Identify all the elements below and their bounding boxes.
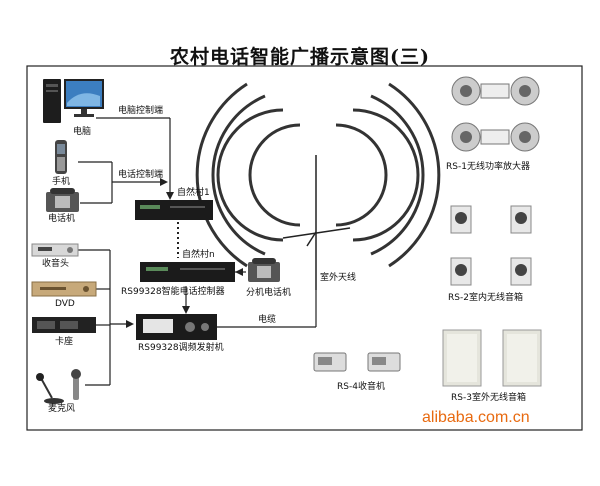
wire-arrows: [126, 178, 243, 328]
page-title: 农村电话智能广播示意图(三): [170, 46, 430, 68]
label-telephone: 电话机: [48, 214, 76, 224]
controller-village1-device: [135, 200, 213, 220]
controller-villagen-device: [140, 262, 235, 282]
diagram-frame: [26, 65, 583, 431]
label-rs3: RS-3室外无线音箱: [451, 393, 526, 403]
microphone-icon: [36, 369, 81, 404]
rs3-speaker-icons: [442, 329, 542, 387]
label-computer: 电脑: [73, 127, 92, 137]
radio-tuner-icon: [31, 243, 79, 257]
label-microphone: 麦克风: [48, 404, 76, 414]
label-rs1: RS-1无线功率放大器: [446, 162, 530, 172]
label-cable: 电缆: [258, 315, 277, 325]
label-mobile: 手机: [52, 177, 71, 187]
rs2-speaker-icons: [450, 205, 532, 286]
rs4-radio-icons: [313, 352, 401, 372]
label-pc-control: 电脑控制端: [118, 106, 164, 116]
label-dvd: DVD: [55, 299, 75, 309]
rs1-speaker-icons: [451, 76, 540, 152]
extension-phone-icon: [248, 258, 280, 282]
mobile-phone-icon: [55, 140, 67, 174]
label-rs4: RS-4收音机: [337, 382, 385, 392]
dvd-player-icon: [31, 281, 97, 297]
label-rs2: RS-2室内无线音箱: [448, 293, 523, 303]
watermark-text: alibaba.com.cn: [422, 409, 530, 426]
label-villagen: 自然村n: [182, 250, 215, 260]
label-controller: RS99328智能电话控制器: [121, 287, 225, 297]
telephone-icon: [46, 188, 79, 212]
radio-waves: [195, 82, 441, 268]
label-radio: 收音头: [42, 259, 70, 269]
connection-wires: [78, 117, 317, 386]
label-ext-phone: 分机电话机: [246, 288, 292, 298]
cassette-deck-icon: [32, 317, 96, 333]
label-transmitter: RS99328调频发射机: [138, 343, 224, 353]
label-outdoor-antenna: 室外天线: [320, 273, 357, 283]
label-village1: 自然村1: [177, 188, 210, 198]
outdoor-antenna-icon: [282, 155, 351, 290]
fm-transmitter-device: [136, 314, 217, 340]
label-phone-control: 电话控制端: [118, 170, 164, 180]
computer-icon: [43, 79, 104, 123]
label-cassette: 卡座: [55, 337, 74, 347]
